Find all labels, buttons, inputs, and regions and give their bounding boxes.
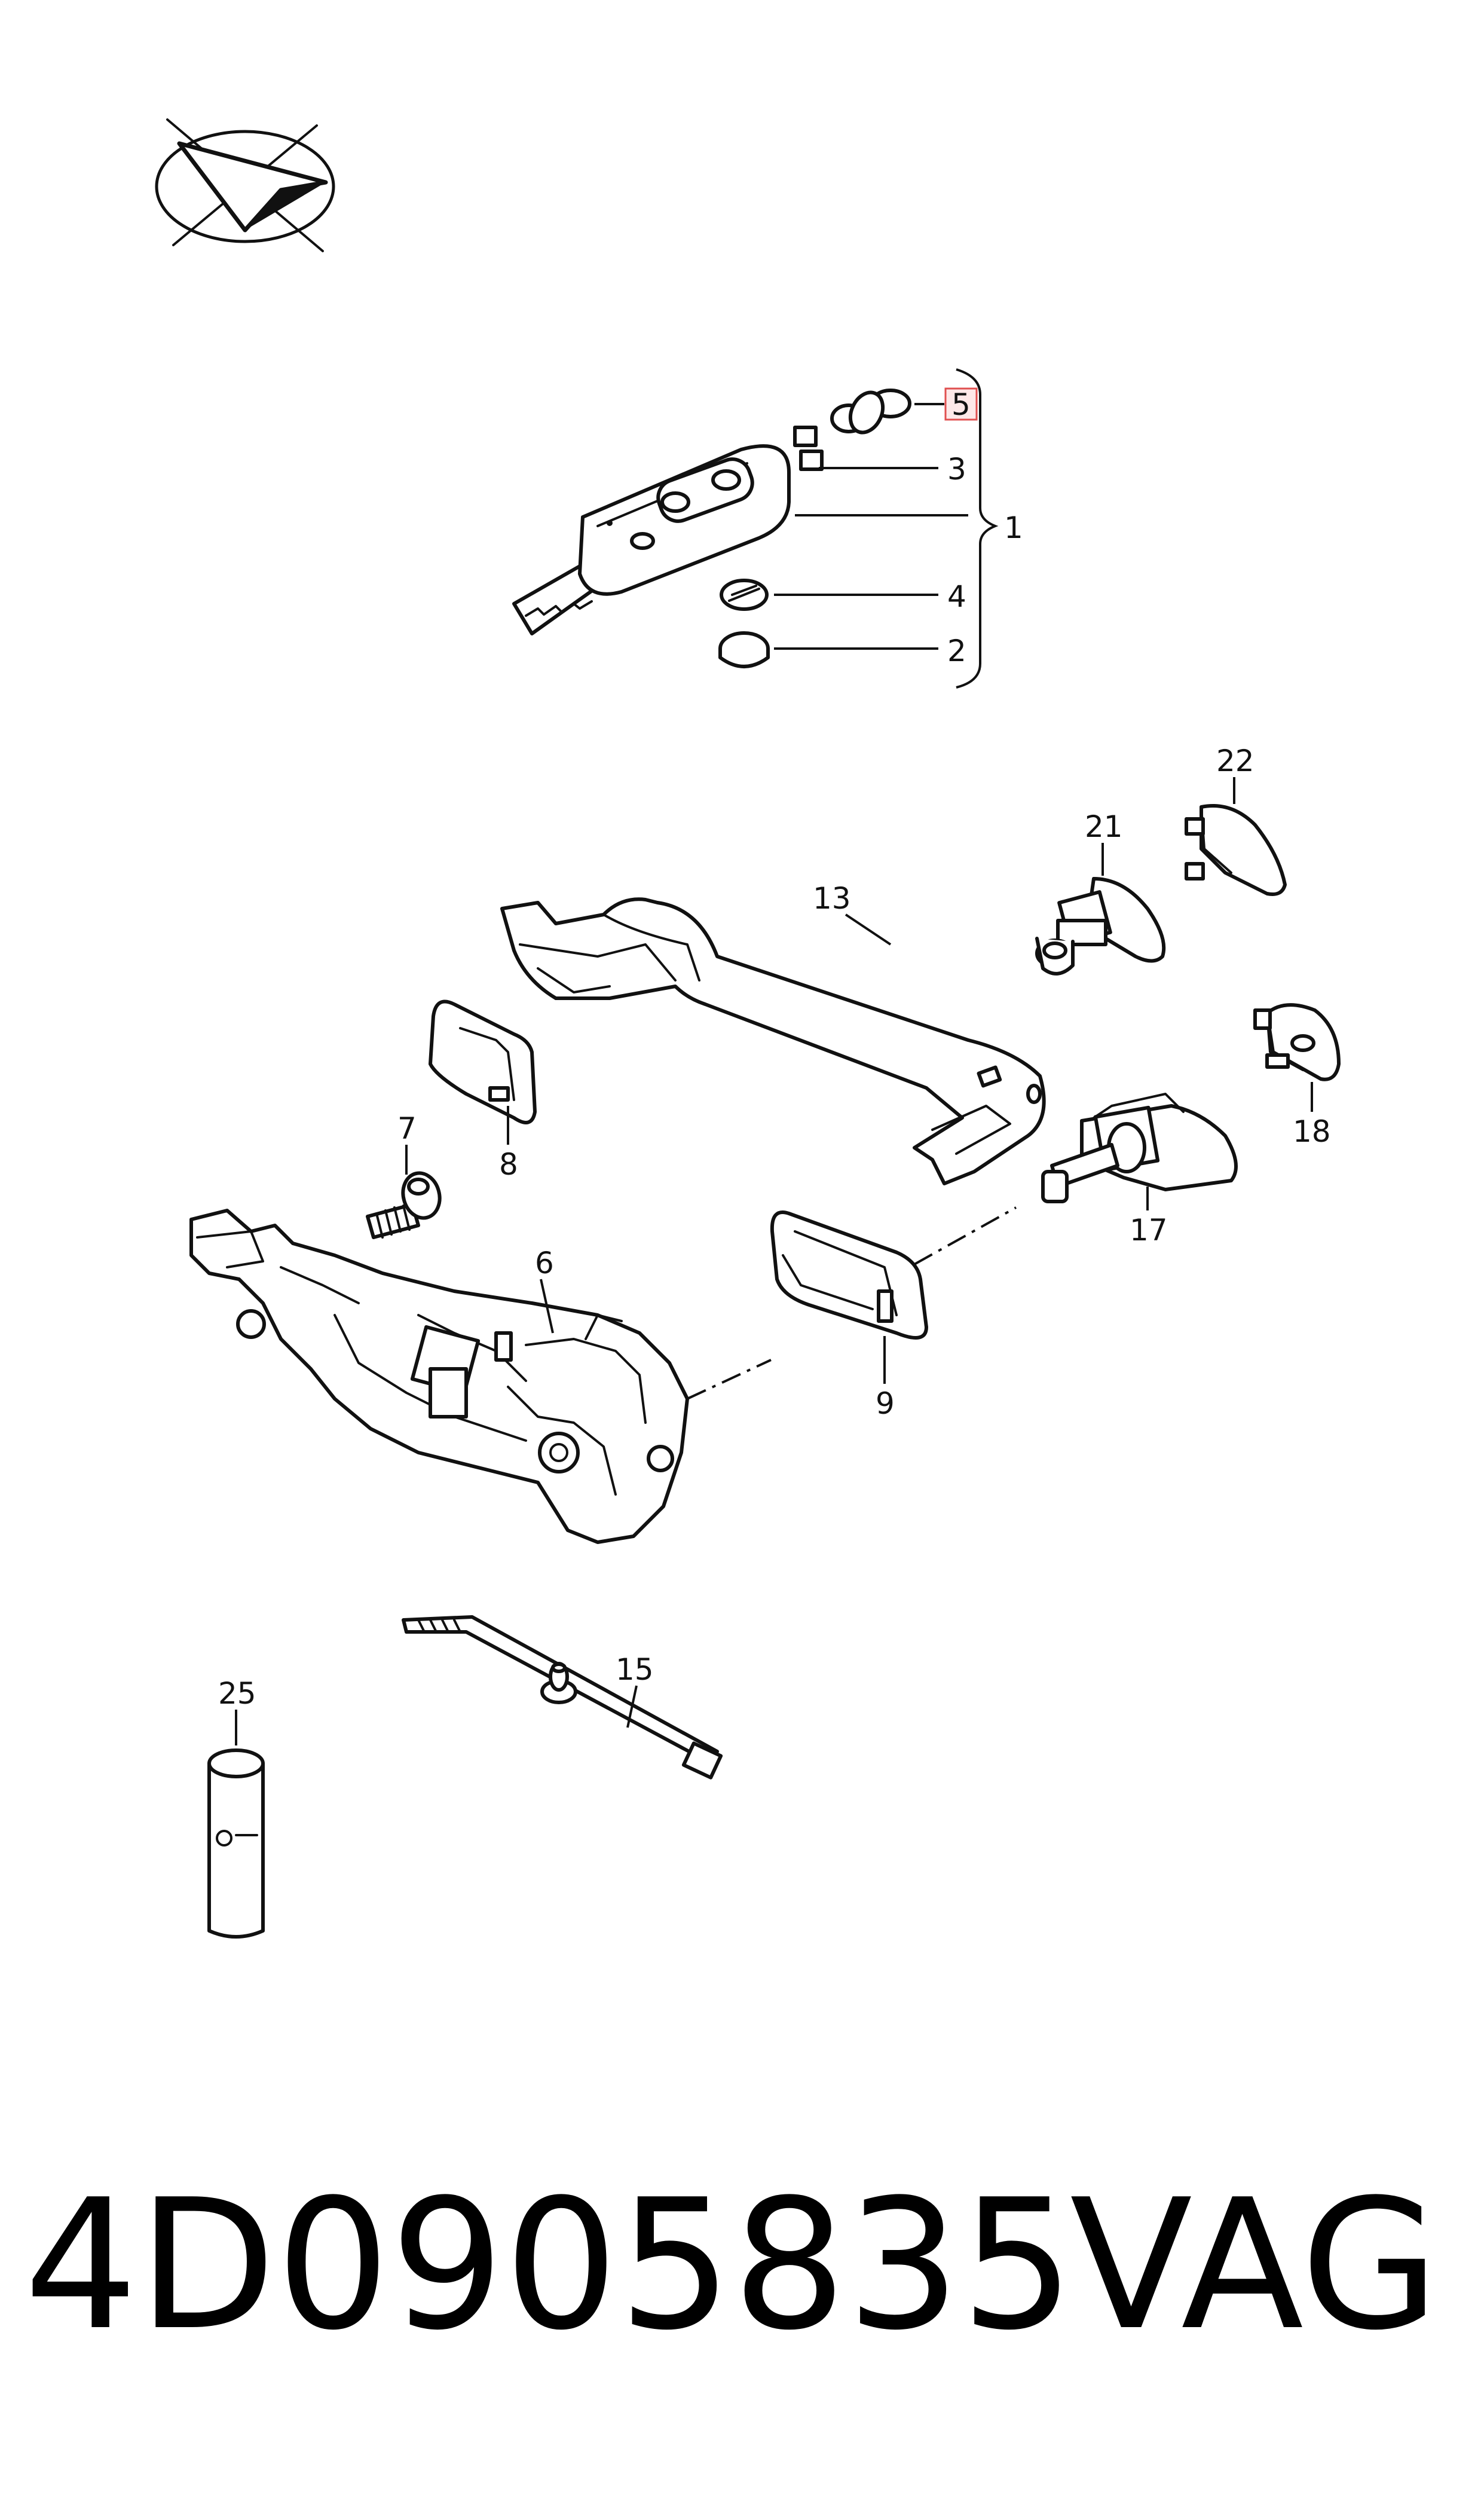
lock-cylinder-17 bbox=[1041, 1093, 1238, 1203]
trim-cap-9 bbox=[770, 1210, 928, 1340]
callout-5[interactable]: 5 bbox=[951, 387, 971, 422]
callout-21[interactable]: 21 bbox=[1085, 809, 1123, 844]
key-group-leaders bbox=[774, 368, 999, 689]
screw-7 bbox=[366, 1171, 442, 1239]
callout-9[interactable]: 9 bbox=[876, 1386, 895, 1421]
callout-6[interactable]: 6 bbox=[535, 1246, 554, 1280]
callout-2[interactable]: 2 bbox=[947, 634, 966, 668]
leader-15 bbox=[626, 1685, 638, 1728]
callout-18[interactable]: 18 bbox=[1293, 1114, 1331, 1149]
callout-4[interactable]: 4 bbox=[947, 579, 966, 614]
callout-3[interactable]: 3 bbox=[947, 452, 966, 487]
brand-label: VAG bbox=[1070, 2161, 1440, 2370]
sensor-21 bbox=[1035, 877, 1166, 976]
callout-13[interactable]: 13 bbox=[813, 881, 851, 916]
centreline-upper bbox=[914, 1206, 1017, 1265]
leader-13 bbox=[844, 913, 892, 946]
door-handle-13 bbox=[500, 897, 1046, 1185]
cover-cap-18 bbox=[1253, 1003, 1341, 1081]
orientation-arrow-icon bbox=[155, 118, 335, 252]
callout-17[interactable]: 17 bbox=[1130, 1213, 1168, 1248]
gasket-8 bbox=[429, 999, 537, 1124]
highlight-box-5 bbox=[944, 387, 978, 421]
key-remote-group bbox=[512, 389, 911, 668]
callout-7[interactable]: 7 bbox=[397, 1111, 417, 1146]
part-number: 4D0905835 bbox=[24, 2161, 1075, 2370]
callout-8[interactable]: 8 bbox=[499, 1147, 518, 1182]
callout-22[interactable]: 22 bbox=[1216, 744, 1254, 778]
callout-1[interactable]: 1 bbox=[1004, 510, 1023, 545]
callout-25[interactable]: 25 bbox=[218, 1676, 256, 1711]
grease-can-25 bbox=[207, 1748, 265, 1939]
centreline-lower bbox=[687, 1359, 772, 1400]
callout-15[interactable]: 15 bbox=[616, 1652, 654, 1687]
cap-22 bbox=[1185, 804, 1287, 896]
handle-carrier-6 bbox=[189, 1209, 689, 1544]
leader-6 bbox=[540, 1279, 554, 1334]
cable-tie-15 bbox=[402, 1615, 723, 1780]
